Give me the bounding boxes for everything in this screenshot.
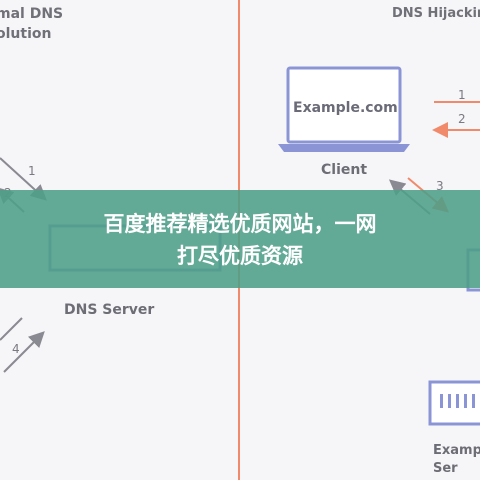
arrow-label-right-2: 2 bbox=[458, 112, 466, 126]
promo-banner[interactable] bbox=[0, 190, 480, 288]
laptop-screen-text: Example.com bbox=[293, 100, 398, 116]
arrow-label-left-4: 4 bbox=[12, 342, 20, 356]
arrow-label-left-1: 1 bbox=[28, 164, 36, 178]
arrow-left-4 bbox=[3, 331, 45, 373]
left-panel-title: mal DNS olution bbox=[0, 6, 64, 42]
arrow-label-right-3: 3 bbox=[436, 179, 444, 193]
client-label: Client bbox=[321, 162, 368, 178]
arrow-label-right-1: 1 bbox=[458, 88, 466, 102]
client-laptop-icon bbox=[278, 66, 410, 152]
arrow-left-3 bbox=[0, 317, 23, 341]
right-panel-title: DNS Hijackin bbox=[392, 6, 480, 21]
dns-server-label: DNS Server bbox=[64, 302, 155, 318]
example-server-label: Examp Ser bbox=[433, 443, 480, 476]
example-server-icon bbox=[428, 380, 480, 426]
promo-banner-text[interactable]: 百度推荐精选优质网站，一网 打尽优质资源 bbox=[103, 212, 377, 268]
